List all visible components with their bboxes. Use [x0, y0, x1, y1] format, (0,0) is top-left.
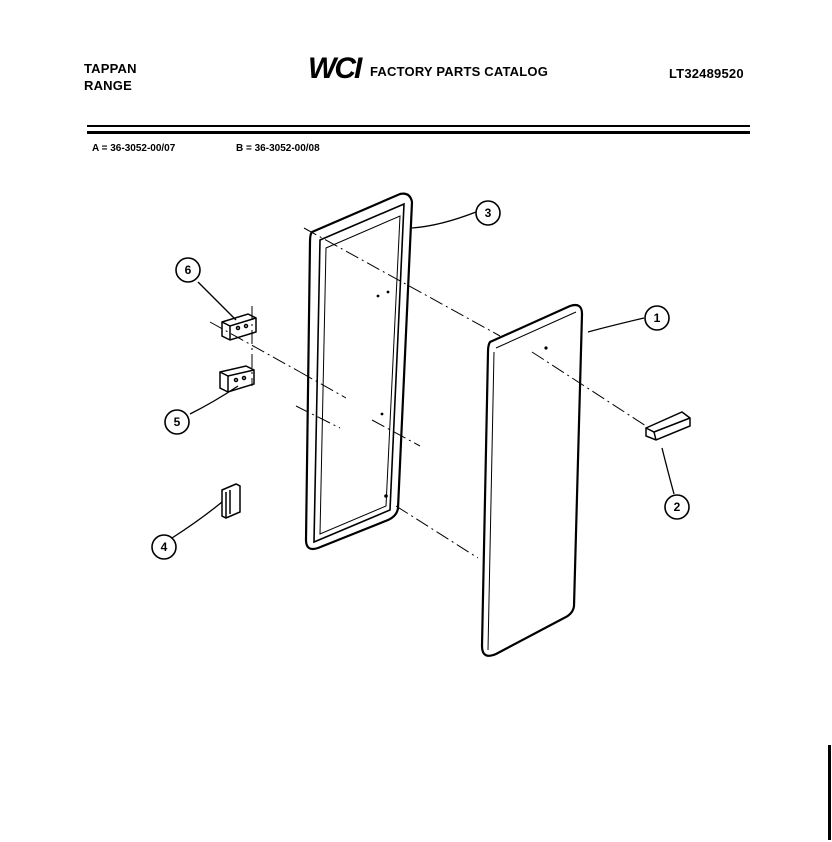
brand-block: TAPPAN RANGE: [84, 60, 137, 94]
callout-1: 1: [644, 305, 670, 331]
callout-5: 5: [164, 409, 190, 435]
part-4-hinge: [221, 483, 241, 519]
leader-lines: [171, 211, 675, 539]
wci-logo: WCI: [308, 52, 365, 84]
header-rule-thick: [87, 131, 750, 134]
callout-6-label: 6: [185, 263, 192, 277]
assembly-lines: [209, 227, 647, 559]
callout-2-label: 2: [674, 500, 681, 514]
part-6-bracket: [221, 313, 257, 341]
callout-5-label: 5: [174, 415, 181, 429]
variant-a-label: A = 36-3052-00/07: [92, 143, 176, 154]
callout-3-label: 3: [485, 206, 492, 220]
part-5-bracket: [219, 365, 255, 393]
catalog-title: FACTORY PARTS CATALOG: [370, 64, 549, 79]
callout-1-label: 1: [654, 311, 661, 325]
part-2-clip: [645, 411, 691, 441]
part-1-panel: [480, 303, 584, 657]
scan-edge-mark: [828, 745, 831, 840]
callout-4-label: 4: [161, 540, 168, 554]
part-3-frame: [304, 192, 414, 551]
detail-marks: [376, 290, 548, 498]
callout-4: 4: [151, 534, 177, 560]
callout-6: 6: [175, 257, 201, 283]
callout-3: 3: [475, 200, 501, 226]
variant-b-label: B = 36-3052-00/08: [236, 143, 320, 154]
logo-text: WCI: [308, 52, 363, 84]
catalog-number: LT32489520: [669, 66, 744, 81]
header-rule-thin: [87, 125, 750, 127]
brand-name: TAPPAN: [84, 61, 137, 76]
product-type: RANGE: [84, 78, 132, 93]
callout-2: 2: [664, 494, 690, 520]
